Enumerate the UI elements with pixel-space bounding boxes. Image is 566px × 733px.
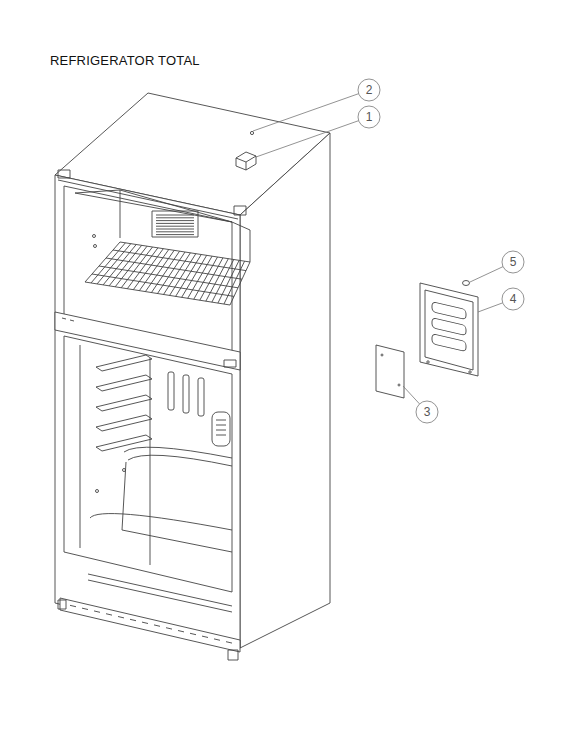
callout-number: 5 <box>510 256 517 268</box>
callout-circle <box>358 106 380 128</box>
leveling-foot <box>58 600 66 609</box>
callout-number: 2 <box>366 84 373 96</box>
part-1-cover <box>236 152 256 170</box>
fridge-liner <box>150 358 151 565</box>
crisper-drawer <box>90 514 232 530</box>
rear-ducts <box>168 372 204 416</box>
fridge-liner <box>80 345 81 548</box>
crisper-cover <box>128 455 232 466</box>
cabinet-side <box>240 133 330 648</box>
mullion-mark <box>62 318 66 319</box>
part-2-screw <box>250 131 253 134</box>
crisper-drawer <box>122 462 232 552</box>
bottom-rail <box>88 580 232 612</box>
callout-number: 1 <box>366 111 373 123</box>
latch <box>224 360 236 367</box>
callout-number: 3 <box>424 406 431 418</box>
leveling-foot <box>228 650 238 660</box>
screw <box>94 245 97 248</box>
grille-slots <box>70 605 232 643</box>
leader-line <box>470 267 503 282</box>
freezer-liner <box>232 222 250 262</box>
fridge-opening <box>64 336 232 592</box>
bottom-rail <box>88 574 232 606</box>
mullion-mark <box>70 320 74 321</box>
callout-circle <box>416 401 438 423</box>
mullion <box>55 312 240 370</box>
trim <box>58 180 238 219</box>
callout-circle <box>502 288 524 310</box>
part-5-screw <box>463 281 470 286</box>
diagram-title: REFRIGERATOR TOTAL <box>50 54 200 67</box>
hinge <box>58 170 70 178</box>
leader-line <box>256 121 359 157</box>
vent-slots <box>156 215 194 235</box>
freezer-shelf <box>85 242 250 305</box>
callout-number: 4 <box>510 293 517 305</box>
part-4-panel <box>420 283 478 376</box>
screw <box>96 490 99 493</box>
door-bins <box>96 355 152 451</box>
base-grille <box>60 598 240 652</box>
part-3-plate <box>376 345 404 398</box>
leader-line <box>253 94 359 131</box>
freezer-liner <box>120 190 121 238</box>
shelf-wires <box>91 243 246 304</box>
callout-circle <box>502 251 524 273</box>
hinge <box>234 206 246 215</box>
leader-line <box>403 386 420 404</box>
callout-circle <box>358 79 380 101</box>
evaporator-cover <box>152 211 198 237</box>
leader-line <box>478 303 503 312</box>
screw <box>93 235 96 238</box>
thermostat <box>212 412 230 446</box>
freezer-liner <box>75 190 232 222</box>
